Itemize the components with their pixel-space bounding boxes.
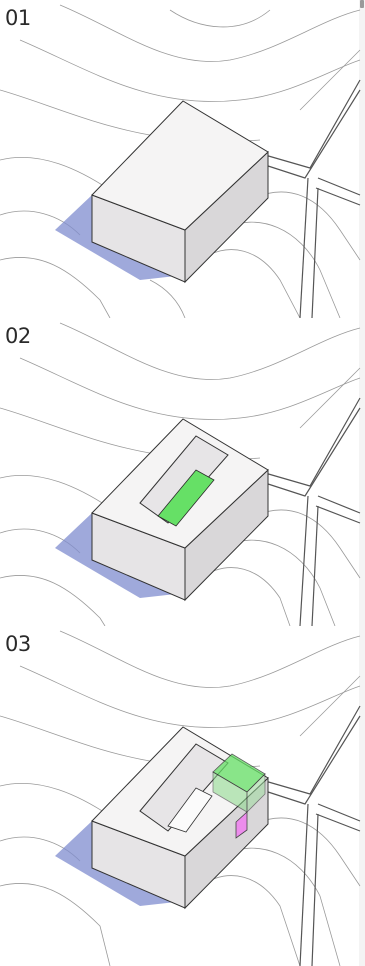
- road: [265, 706, 360, 966]
- diagram-panel-01: 01: [0, 0, 365, 318]
- massing-diagram-02: [0, 318, 365, 626]
- massing-diagram-01: [0, 0, 365, 318]
- step-label: 03: [5, 632, 31, 656]
- road: [265, 398, 360, 626]
- massing-diagram-03: [0, 626, 365, 966]
- step-label: 01: [5, 6, 31, 30]
- diagram-panel-02: 02: [0, 318, 365, 626]
- step-label: 02: [5, 324, 31, 348]
- road: [265, 80, 360, 318]
- diagram-panel-03: 03: [0, 626, 365, 966]
